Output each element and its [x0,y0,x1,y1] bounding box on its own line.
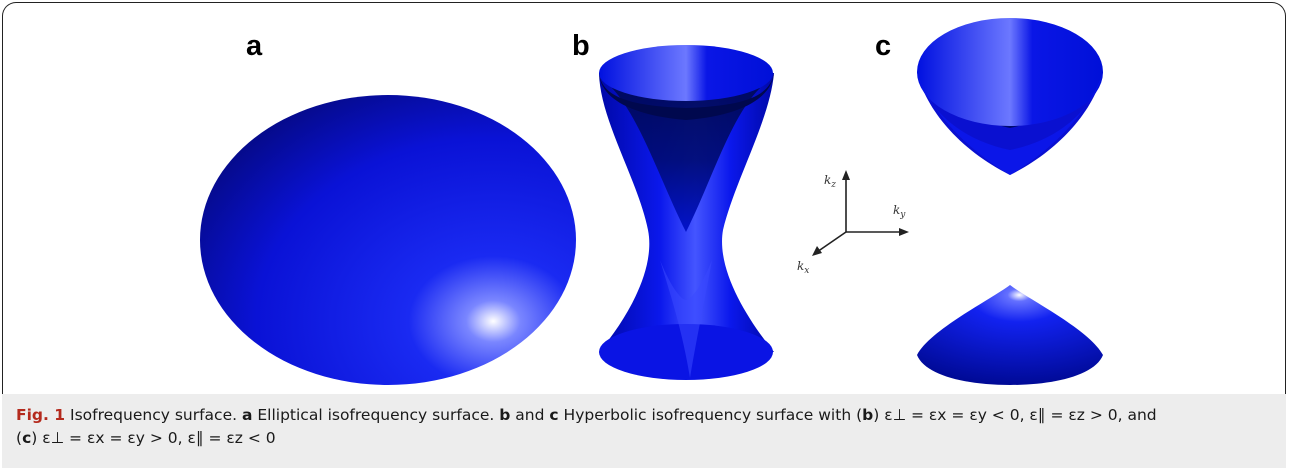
panel-label-c: c [875,30,892,62]
caption-label-a: a [241,406,253,424]
caption-label-c2: c [22,429,32,447]
axes-indicator [812,170,909,256]
panel-label-a: a [246,30,263,62]
caption-and: and [515,406,545,424]
figure-caption: Fig. 1 Isofrequency surface. a Elliptica… [16,404,1256,450]
figure-number: Fig. 1 [16,406,66,424]
figure-graphic: kz ky kx [200,18,1103,385]
caption-label-c: c [549,406,559,424]
caption-condition-c: ) ε⊥ = εx = εy > 0, ε∥ = εz < 0 [31,429,276,447]
hyperboloid-two-sheets [917,18,1103,385]
caption-text-a: Elliptical isofrequency surface. [257,406,495,424]
caption-label-b2: b [862,406,874,424]
caption-background [2,394,1286,468]
kx-axis-label: kx [797,259,809,276]
caption-text-bc: Hyperbolic isofrequency surface with ( [563,406,863,424]
caption-condition-b: ) ε⊥ = εx = εy < 0, ε∥ = εz > 0, and [873,406,1157,424]
panel-label-b: b [572,30,590,62]
elliptical-surface [200,95,576,385]
ky-axis-label: ky [893,203,906,220]
hyperboloid-one-sheet [599,45,774,380]
caption-title: Isofrequency surface. [70,406,238,424]
caption-label-b: b [499,406,511,424]
caption-open-c: ( [16,429,23,447]
kz-axis-label: kz [824,173,836,190]
